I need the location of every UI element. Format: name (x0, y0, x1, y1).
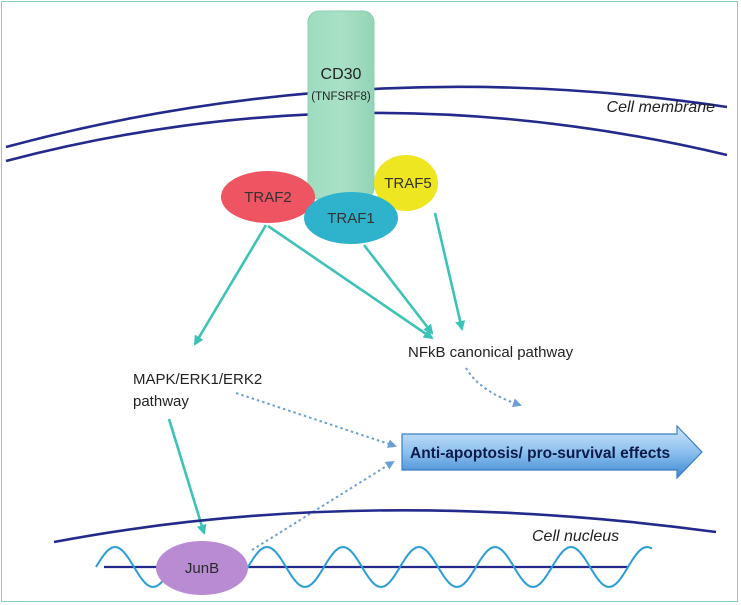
effect-arrows (235, 367, 522, 551)
mapk-to-effect-arrow (235, 392, 397, 449)
nfkb-to-effect-arrow (465, 367, 522, 408)
traf2-node (221, 171, 315, 223)
cd30-receptor (307, 10, 375, 200)
traf1-label: TRAF1 (327, 210, 375, 227)
effect-arrow-shape (401, 424, 703, 480)
traf1-to-nfkb-arrow (362, 244, 434, 335)
cell-membrane-label: Cell membrane (607, 99, 716, 116)
mapk-to-junb-arrow (167, 418, 207, 535)
mapk-pathway-label-line2: pathway (133, 393, 189, 410)
traf5-to-nfkb-arrow (433, 212, 466, 331)
junb-node (156, 541, 248, 595)
cell-nucleus-envelope (53, 508, 717, 544)
cd30-alias-label: (TNFSRF8) (311, 91, 371, 103)
traf5-label: TRAF5 (384, 175, 432, 192)
cd30-label: CD30 (321, 66, 362, 83)
traf2-label: TRAF2 (244, 189, 292, 206)
mapk-pathway-label-line1: MAPK/ERK1/ERK2 (133, 371, 262, 388)
traf5-node (374, 155, 438, 211)
nfkb-pathway-label: NFkB canonical pathway (408, 344, 574, 361)
traf2-to-mapk-arrow (193, 224, 268, 346)
activation-arrows (167, 212, 466, 535)
traf1-node (304, 192, 398, 244)
cell-nucleus-label: Cell nucleus (532, 528, 619, 545)
effect-label: Anti-apoptosis/ pro-survival effects (410, 445, 670, 462)
traf2-to-nfkb-arrow (267, 224, 434, 340)
junb-to-effect-arrow (251, 460, 395, 551)
junb-label: JunB (185, 560, 219, 577)
